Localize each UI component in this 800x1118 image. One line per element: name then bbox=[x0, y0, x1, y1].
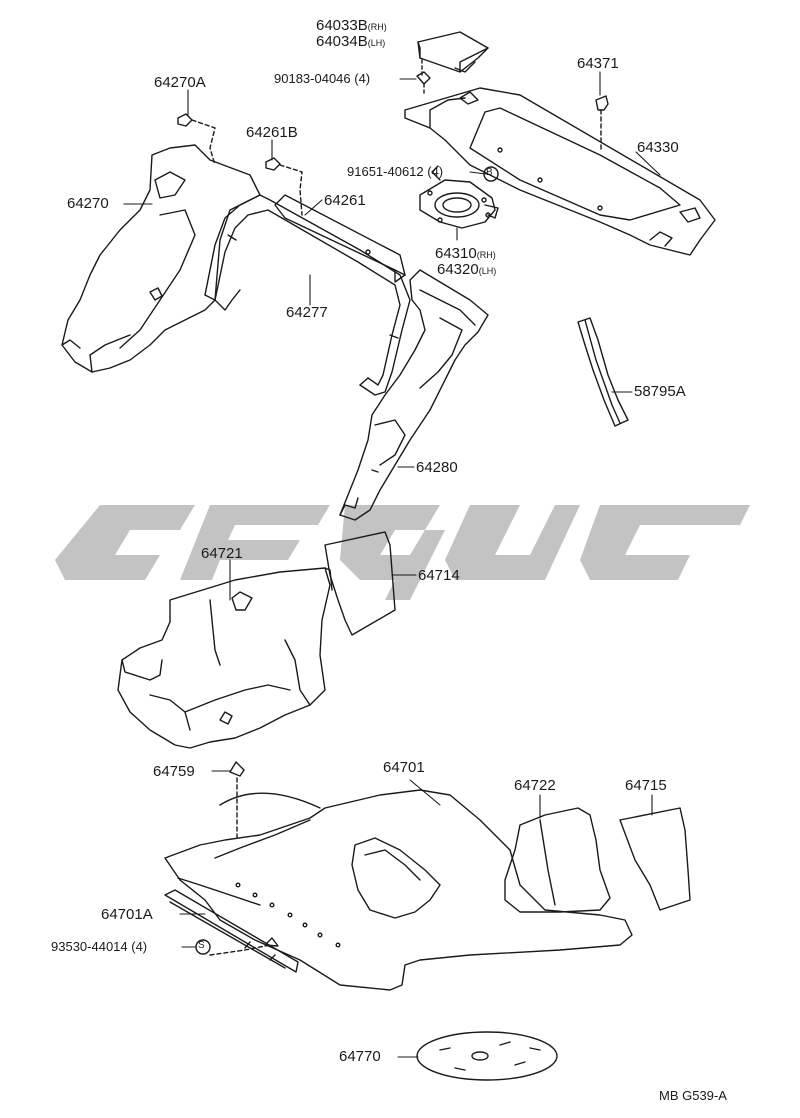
label-91651: 91651-40612 (4) bbox=[347, 164, 444, 179]
part-64770-disc bbox=[416, 1031, 558, 1081]
label-58795a: 58795A bbox=[634, 383, 686, 400]
clip-90183 bbox=[416, 71, 431, 96]
label-64371: 64371 bbox=[577, 55, 619, 72]
callout-circles bbox=[195, 166, 499, 955]
part-64721-trunk-trim bbox=[117, 567, 333, 749]
label-64033b: 64033B(RH) bbox=[316, 17, 387, 34]
part-64722-panel bbox=[504, 807, 611, 913]
clip-64270a bbox=[177, 113, 216, 166]
label-64261b: 64261B bbox=[246, 124, 298, 141]
floor-mat-wheelhouse bbox=[351, 837, 441, 919]
label-64721: 64721 bbox=[201, 545, 243, 562]
diagram-reference-code: MB G539-A bbox=[659, 1088, 727, 1103]
label-64277: 64277 bbox=[286, 304, 328, 321]
part-64270-quarter-trim bbox=[61, 144, 261, 373]
label-64714: 64714 bbox=[418, 567, 460, 584]
watermark-logo bbox=[55, 505, 750, 600]
label-90183: 90183-04046 (4) bbox=[274, 71, 371, 86]
label-64270: 64270 bbox=[67, 195, 109, 212]
label-64034b: 64034B(LH) bbox=[316, 33, 386, 50]
part-64714-panel bbox=[324, 531, 396, 636]
bolt-93530-leaders bbox=[209, 937, 279, 956]
label-64715: 64715 bbox=[625, 777, 667, 794]
clip-64759 bbox=[229, 761, 245, 841]
label-64722: 64722 bbox=[514, 777, 556, 794]
part-58795a-seal bbox=[577, 317, 629, 427]
part-64033b-cover bbox=[417, 31, 489, 76]
part-64310-speaker-bracket bbox=[419, 165, 499, 229]
leader-lines bbox=[123, 71, 661, 1058]
part-64701a-strip bbox=[164, 889, 299, 973]
part-64715-panel bbox=[619, 807, 691, 911]
part-64330-package-tray bbox=[404, 87, 716, 256]
label-64270a: 64270A bbox=[154, 74, 206, 91]
part-64701-floor-mat bbox=[164, 789, 633, 991]
callout-b: B bbox=[486, 167, 493, 178]
label-64261: 64261 bbox=[324, 192, 366, 209]
part-64280-quarter-trim bbox=[339, 269, 489, 521]
callout-s: S bbox=[198, 940, 205, 951]
part-64277-weatherstrip bbox=[204, 194, 411, 396]
clip-64371 bbox=[595, 95, 609, 151]
label-64280: 64280 bbox=[416, 459, 458, 476]
label-64701a: 64701A bbox=[101, 906, 153, 923]
label-64770: 64770 bbox=[339, 1048, 381, 1065]
label-64701: 64701 bbox=[383, 759, 425, 776]
label-64330: 64330 bbox=[637, 139, 679, 156]
label-64310: 64310(RH) bbox=[435, 245, 496, 262]
clip-64261b bbox=[265, 157, 303, 216]
label-93530: 93530-44014 (4) bbox=[51, 939, 148, 954]
label-64320: 64320(LH) bbox=[437, 261, 497, 278]
label-64759: 64759 bbox=[153, 763, 195, 780]
